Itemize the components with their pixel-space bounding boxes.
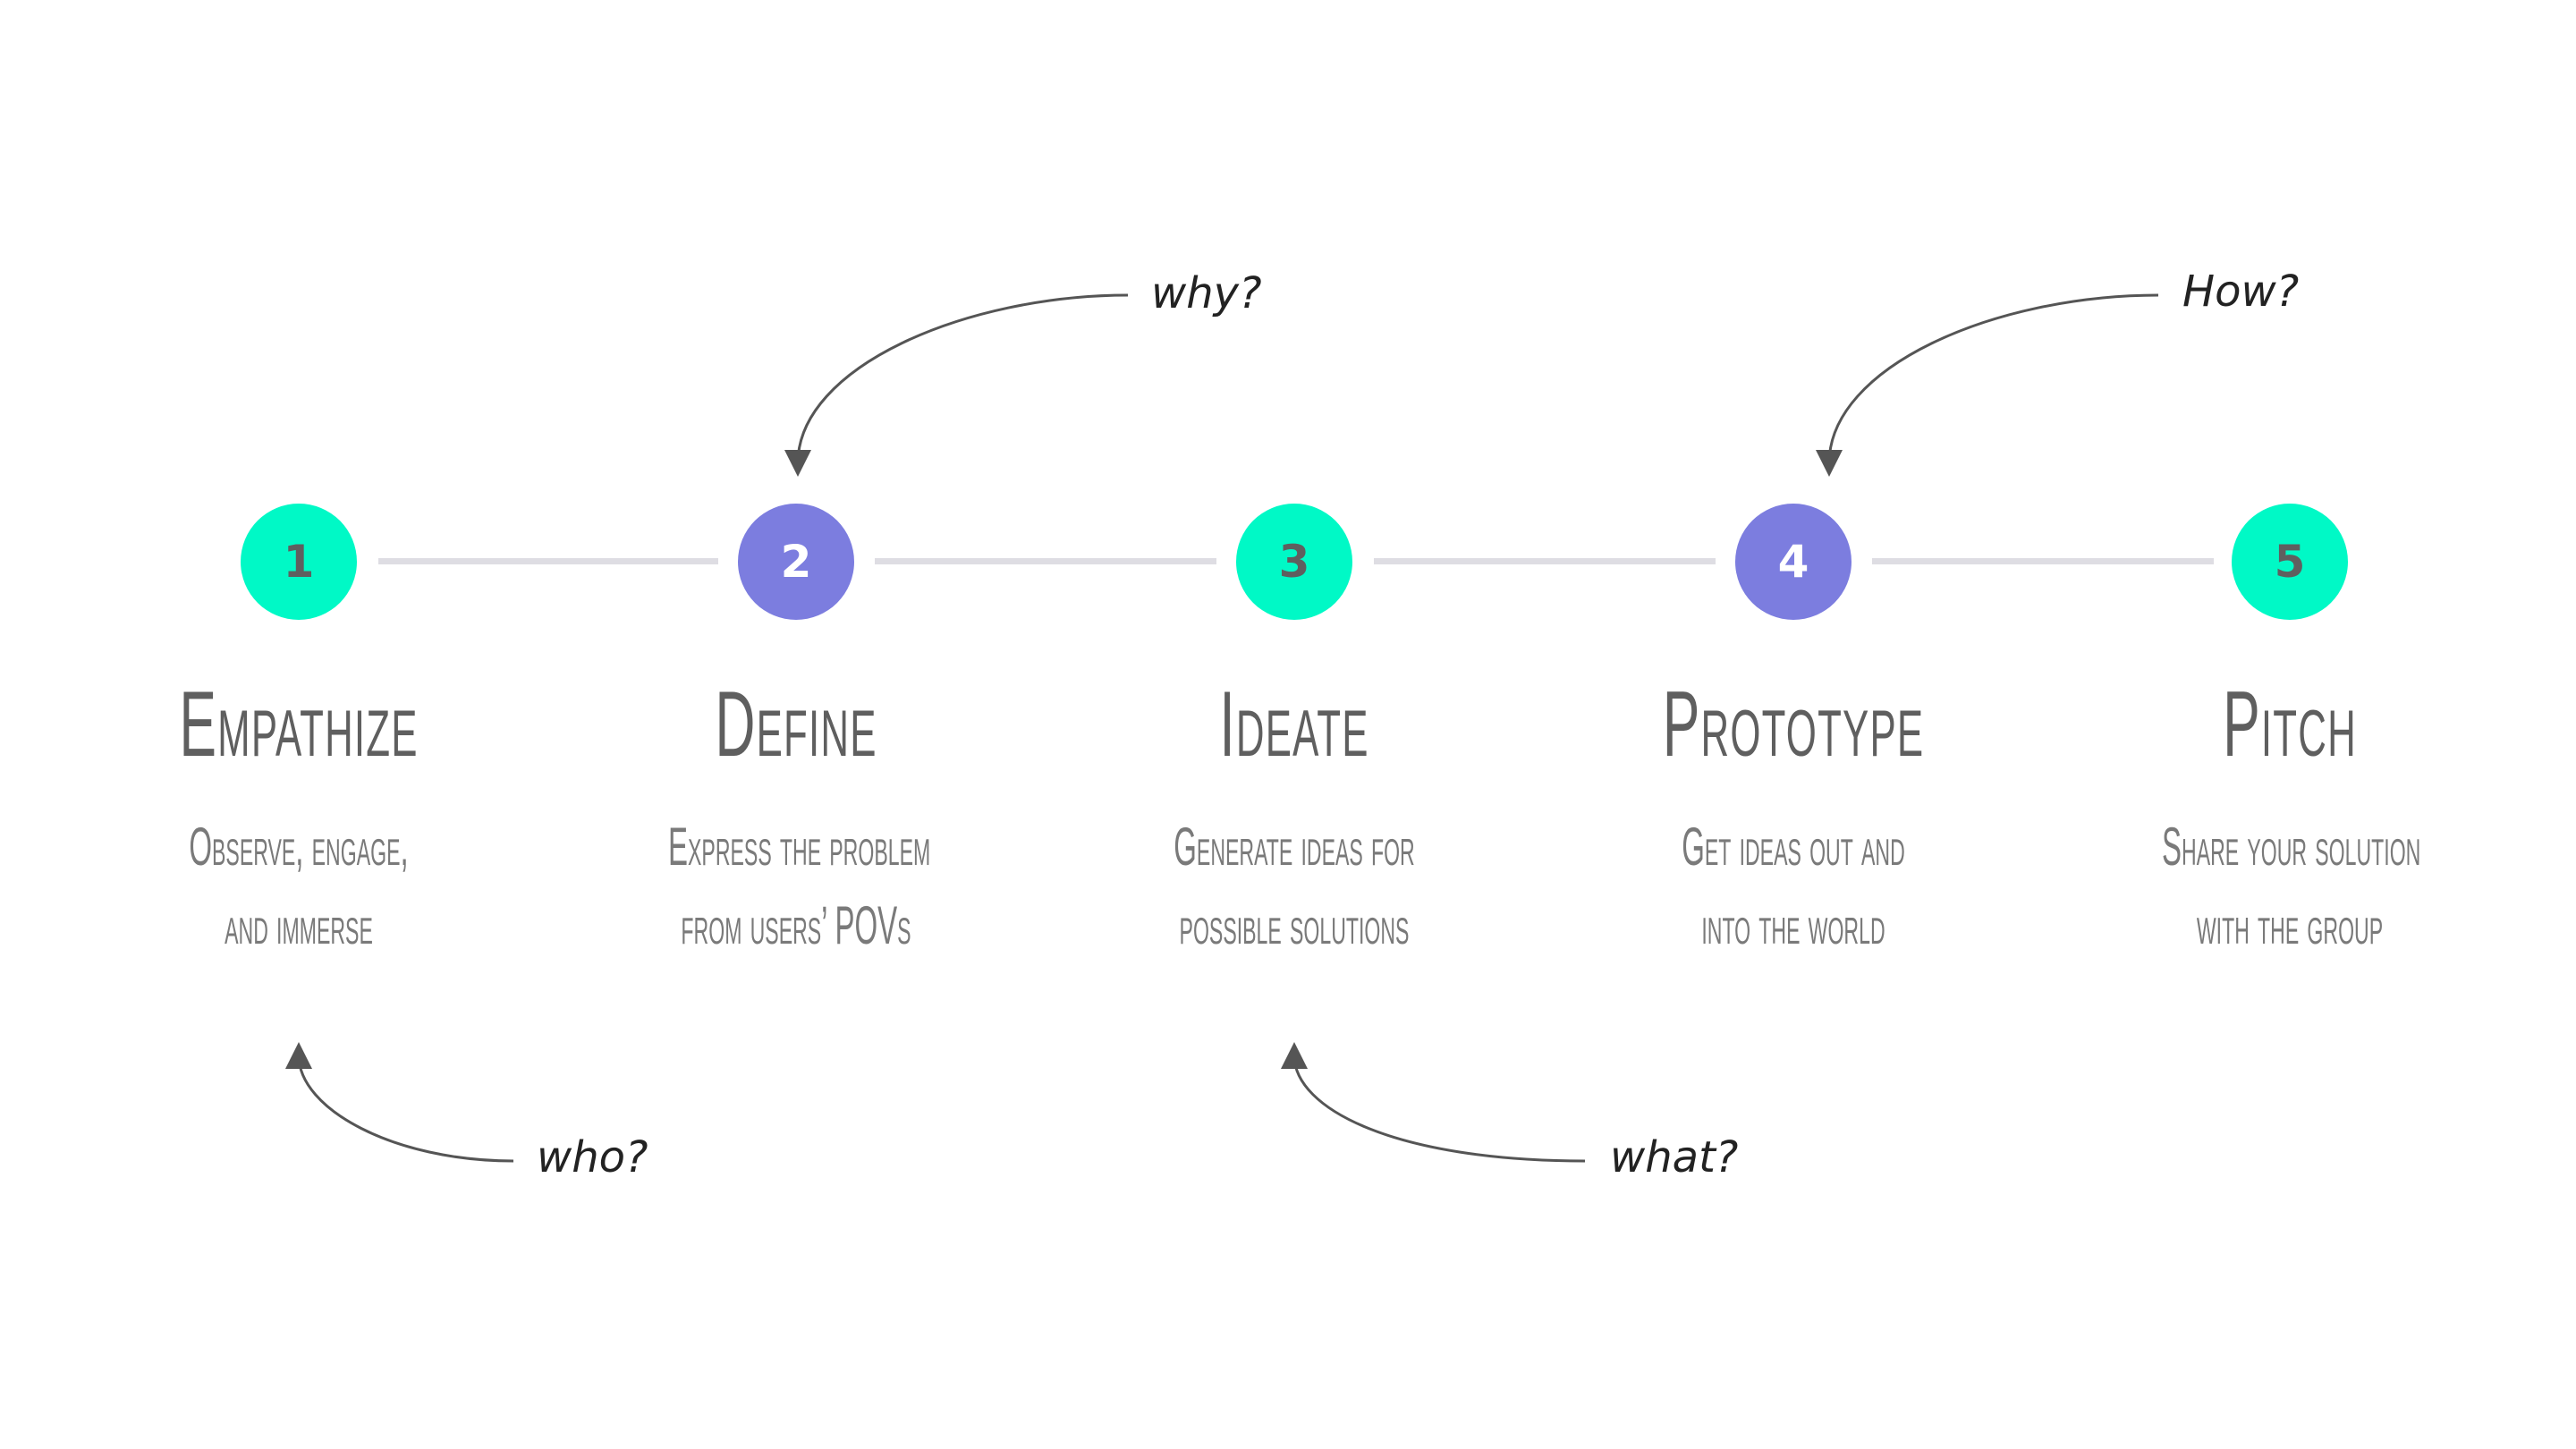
step-circle-1: 1 xyxy=(241,504,357,620)
stage-title: Prototype xyxy=(1662,673,1925,776)
desc-line: from users’ POVs xyxy=(681,895,911,955)
step-circle-5: 5 xyxy=(2232,504,2348,620)
arrow-how xyxy=(1816,293,2159,477)
arrow-why xyxy=(784,293,1129,477)
stage-desc: Generate ideas for possible solutions xyxy=(1166,808,1422,965)
desc-line: Get ideas out and xyxy=(1682,817,1905,877)
stage-prototype: Prototype Get ideas out and into the worl… xyxy=(1561,675,2026,965)
annotation-how: How? xyxy=(2182,267,2300,317)
stage-pitch: Pitch Share your solution with the group xyxy=(2057,675,2522,965)
desc-line: possible solutions xyxy=(1179,895,1410,955)
stage-define: Define Express the problem from users’ PO… xyxy=(564,675,1029,965)
arrow-who xyxy=(285,1042,514,1163)
stage-desc: Observe, engage, and immerse xyxy=(171,808,427,965)
desc-line: with the group xyxy=(2196,895,2384,955)
arrow-what xyxy=(1281,1042,1586,1163)
connector-line xyxy=(378,558,718,564)
stage-desc: Express the problem from users’ POVs xyxy=(668,808,930,965)
stage-title: Pitch xyxy=(2223,673,2357,776)
connector-line xyxy=(1872,558,2214,564)
step-circle-2: 2 xyxy=(738,504,854,620)
desc-line: Express the problem xyxy=(668,817,931,877)
step-circle-3: 3 xyxy=(1236,504,1352,620)
annotation-why: why? xyxy=(1151,268,1262,318)
desc-line: Observe, engage, xyxy=(189,817,409,877)
desc-line: into the world xyxy=(1701,895,1885,955)
stage-ideate: Ideate Generate ideas for possible soluti… xyxy=(1062,675,1527,965)
annotation-who: who? xyxy=(537,1132,648,1182)
stage-title: Empathize xyxy=(179,673,419,776)
desc-line: Generate ideas for xyxy=(1174,817,1415,877)
stage-title: Define xyxy=(715,673,877,776)
desc-line: Share your solution xyxy=(2162,817,2421,877)
annotation-what: what? xyxy=(1610,1132,1739,1182)
step-circle-4: 4 xyxy=(1735,504,1852,620)
stage-title: Ideate xyxy=(1219,673,1369,776)
stage-desc: Get ideas out and into the world xyxy=(1665,808,1921,965)
stage-empathize: Empathize Observe, engage, and immerse xyxy=(66,675,531,965)
desc-line: and immerse xyxy=(225,895,373,955)
connector-line xyxy=(875,558,1216,564)
stage-desc: Share your solution with the group xyxy=(2162,808,2421,965)
connector-line xyxy=(1374,558,1716,564)
